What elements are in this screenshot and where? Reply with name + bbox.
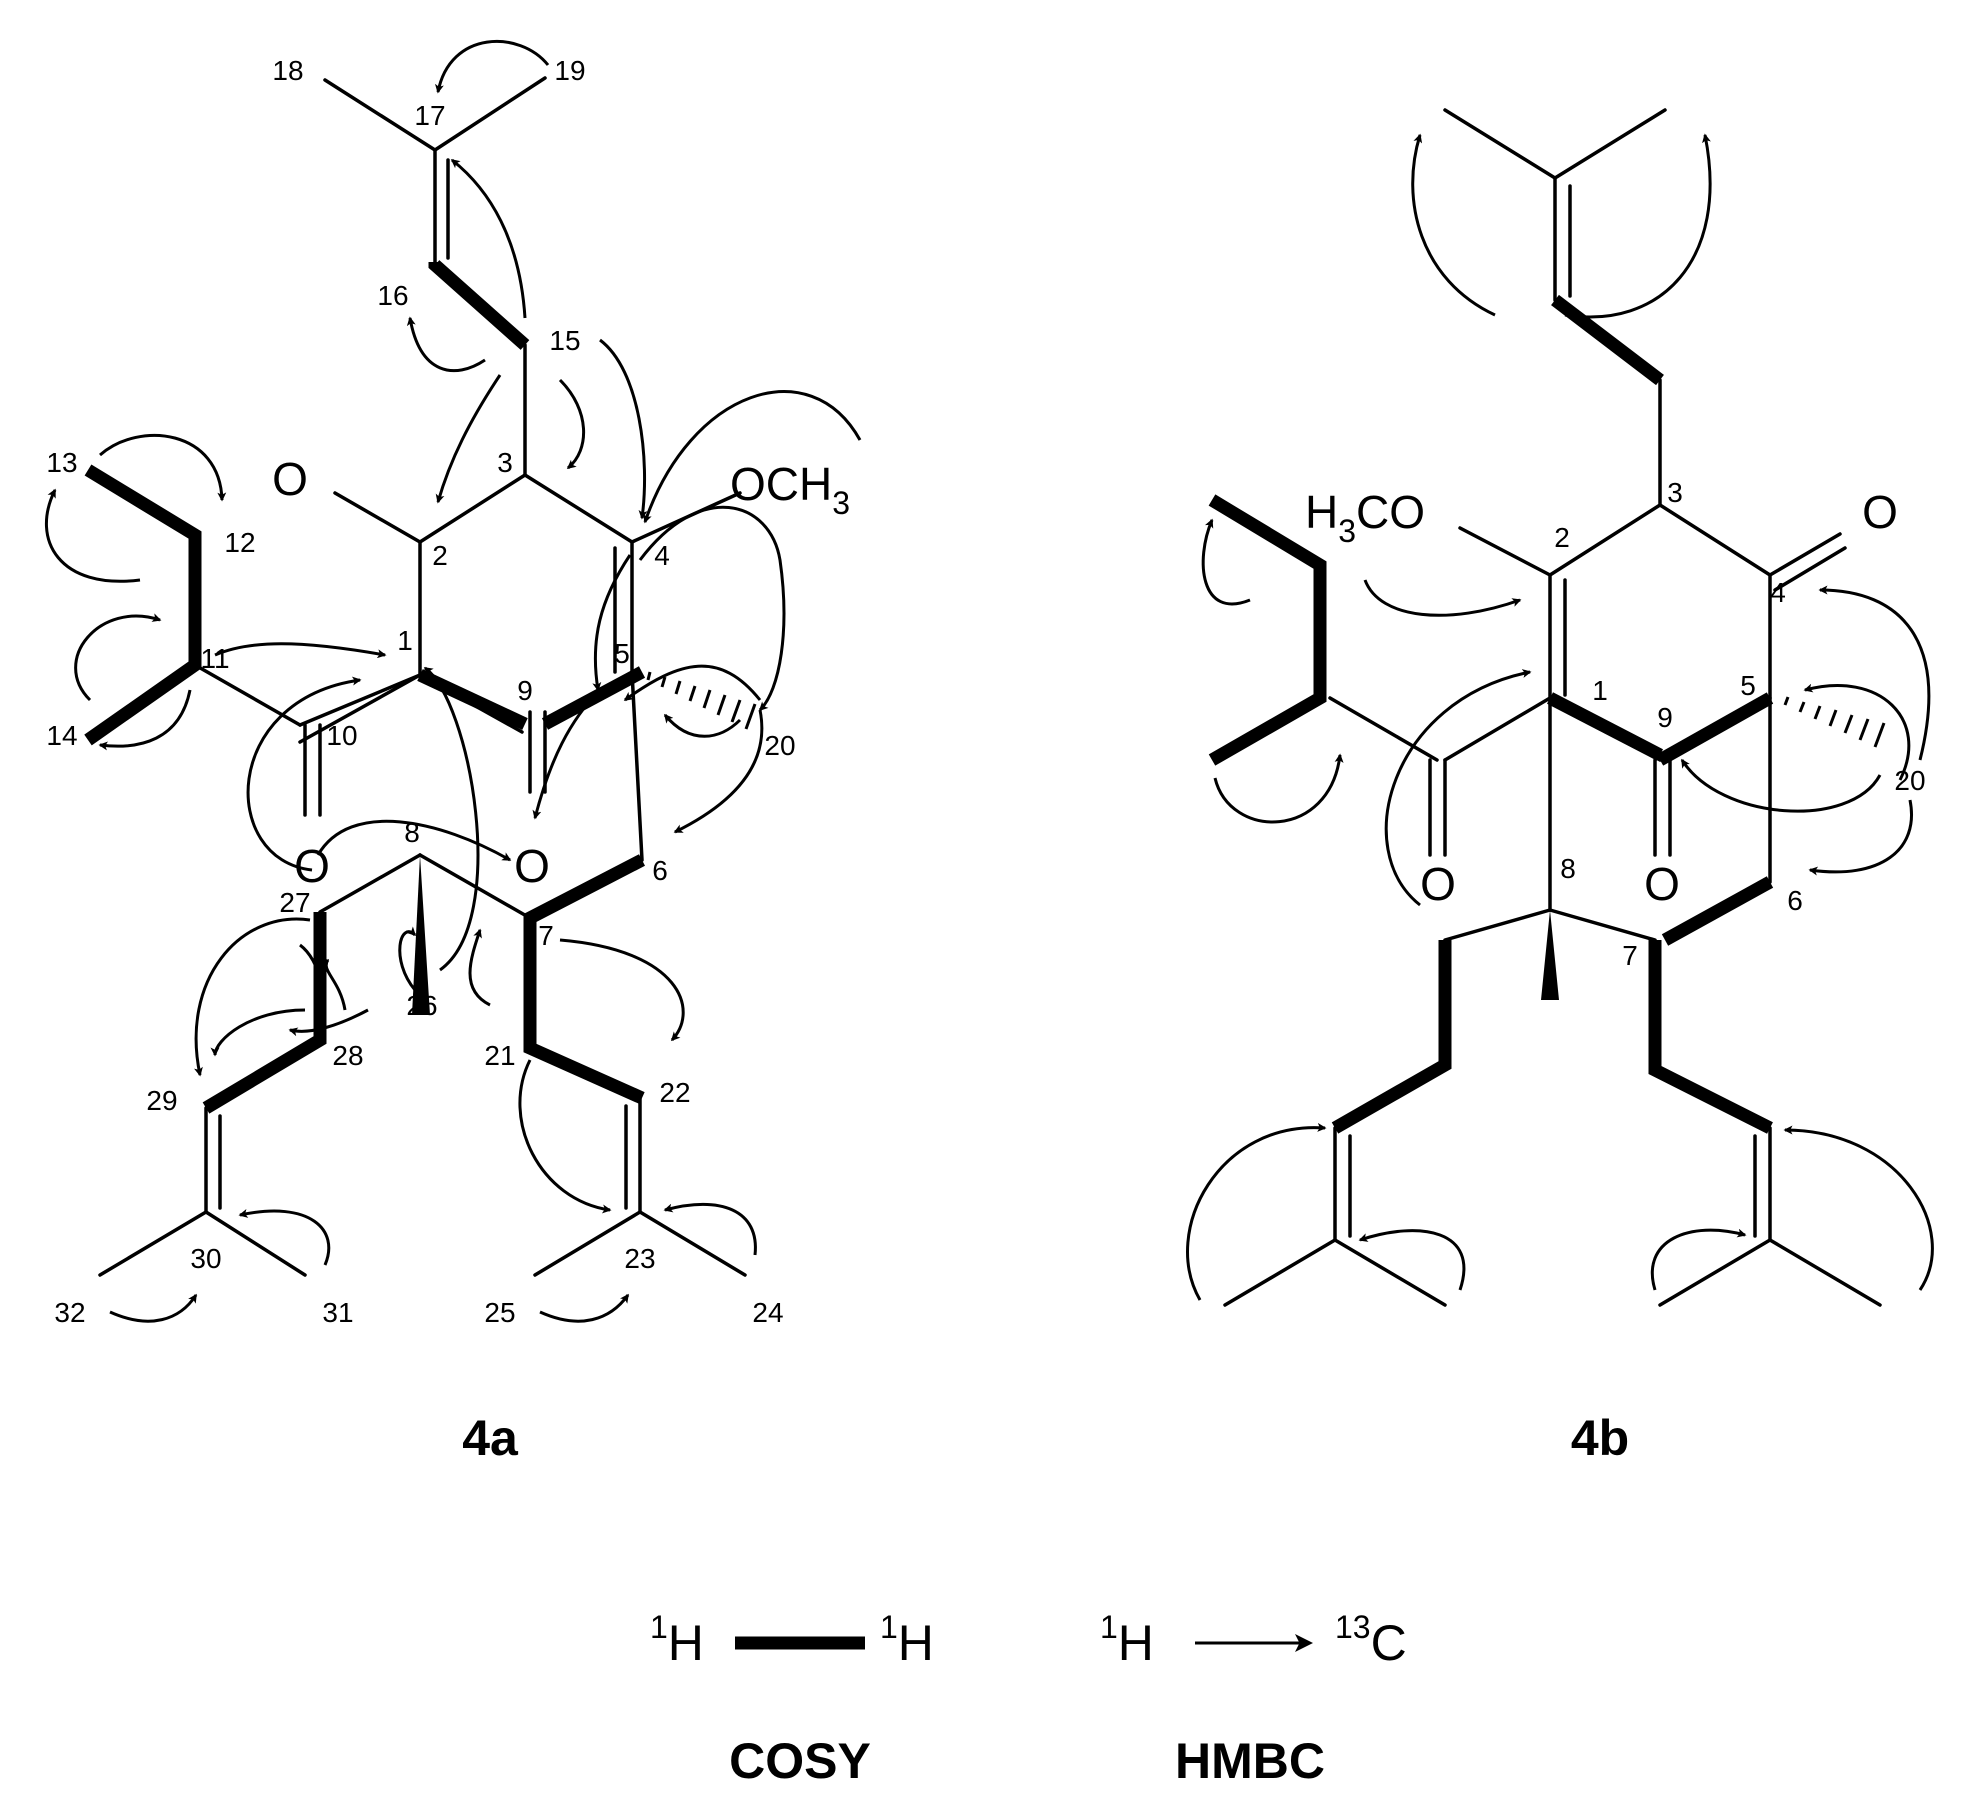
legend-cosy: 1H 1H COSY xyxy=(650,1609,934,1789)
carbonyl-oxygen-10-4b: O xyxy=(1420,858,1456,910)
carbonyl-oxygen-2-4a: O xyxy=(272,453,308,505)
svg-text:30: 30 xyxy=(190,1243,221,1274)
svg-text:5: 5 xyxy=(1740,670,1756,701)
svg-text:32: 32 xyxy=(54,1297,85,1328)
svg-text:13: 13 xyxy=(46,447,77,478)
svg-text:2: 2 xyxy=(1554,522,1570,553)
svg-text:17: 17 xyxy=(414,100,445,131)
hmbc-arrows-4a xyxy=(44,39,862,1323)
svg-text:23: 23 xyxy=(624,1243,655,1274)
svg-text:1: 1 xyxy=(397,625,413,656)
svg-text:14: 14 xyxy=(46,720,77,751)
svg-text:8: 8 xyxy=(1560,853,1576,884)
svg-text:24: 24 xyxy=(752,1297,783,1328)
compound-label-4a: 4a xyxy=(462,1410,519,1466)
hmbc-from-nucleus: 1H xyxy=(1100,1609,1154,1671)
svg-text:7: 7 xyxy=(538,920,554,951)
locants-4a: 1 2 3 4 5 6 7 8 9 10 11 12 13 14 15 16 1… xyxy=(46,55,795,1328)
carbonyl-oxygen-9-4a: O xyxy=(514,840,550,892)
svg-text:4: 4 xyxy=(1770,577,1786,608)
hmbc-arrows-4b xyxy=(1186,133,1934,1301)
svg-text:10: 10 xyxy=(326,720,357,751)
locants-4b: 1 2 3 4 5 6 7 8 9 20 xyxy=(1554,477,1925,971)
svg-text:22: 22 xyxy=(659,1077,690,1108)
svg-text:28: 28 xyxy=(332,1040,363,1071)
svg-text:31: 31 xyxy=(322,1297,353,1328)
svg-text:2: 2 xyxy=(432,540,448,571)
hmbc-label: HMBC xyxy=(1175,1733,1325,1789)
cosy-bonds-4a xyxy=(84,260,646,1114)
svg-text:20: 20 xyxy=(1894,765,1925,796)
cosy-bonds-4b xyxy=(1208,294,1774,1134)
carbonyl-oxygen-9-4b: O xyxy=(1644,858,1680,910)
cosy-left-nucleus: 1H xyxy=(650,1609,704,1671)
svg-text:6: 6 xyxy=(1787,885,1803,916)
svg-text:29: 29 xyxy=(146,1085,177,1116)
svg-text:18: 18 xyxy=(272,55,303,86)
svg-text:15: 15 xyxy=(549,325,580,356)
svg-text:20: 20 xyxy=(764,730,795,761)
legend: 1H 1H COSY 1H 13C HMBC xyxy=(650,1609,1407,1789)
compound-label-4b: 4b xyxy=(1571,1410,1629,1466)
legend-hmbc: 1H 13C HMBC xyxy=(1100,1609,1407,1789)
methoxy-group-4a: OCH3 xyxy=(730,458,850,521)
svg-text:26: 26 xyxy=(406,990,437,1021)
cosy-label: COSY xyxy=(729,1733,871,1789)
svg-text:3: 3 xyxy=(1667,477,1683,508)
svg-text:9: 9 xyxy=(517,675,533,706)
svg-text:3: 3 xyxy=(497,447,513,478)
svg-text:7: 7 xyxy=(1622,940,1638,971)
svg-text:1: 1 xyxy=(1592,675,1608,706)
svg-text:9: 9 xyxy=(1657,702,1673,733)
svg-text:4: 4 xyxy=(654,540,670,571)
svg-text:27: 27 xyxy=(279,887,310,918)
svg-text:11: 11 xyxy=(200,643,229,674)
carbonyl-oxygen-4-4b: O xyxy=(1862,486,1898,538)
methoxy-group-4b: H3CO xyxy=(1305,486,1425,549)
structure-4a: O O O OCH3 1 2 3 4 5 6 7 8 9 10 11 12 13… xyxy=(44,39,862,1466)
cosy-right-nucleus: 1H xyxy=(880,1609,934,1671)
svg-text:19: 19 xyxy=(554,55,585,86)
skeleton-bonds-4b xyxy=(1223,108,1882,1307)
svg-text:21: 21 xyxy=(484,1040,515,1071)
structure-4b: H3CO O O O 1 2 3 4 5 6 7 8 9 20 xyxy=(1186,108,1934,1466)
svg-text:12: 12 xyxy=(224,527,255,558)
stereo-bonds-4a xyxy=(412,671,757,1015)
svg-text:6: 6 xyxy=(652,855,668,886)
svg-text:25: 25 xyxy=(484,1297,515,1328)
svg-text:5: 5 xyxy=(614,638,630,669)
hmbc-to-nucleus: 13C xyxy=(1335,1609,1407,1671)
svg-text:16: 16 xyxy=(377,280,408,311)
stereo-bonds-4b xyxy=(1541,696,1886,1000)
